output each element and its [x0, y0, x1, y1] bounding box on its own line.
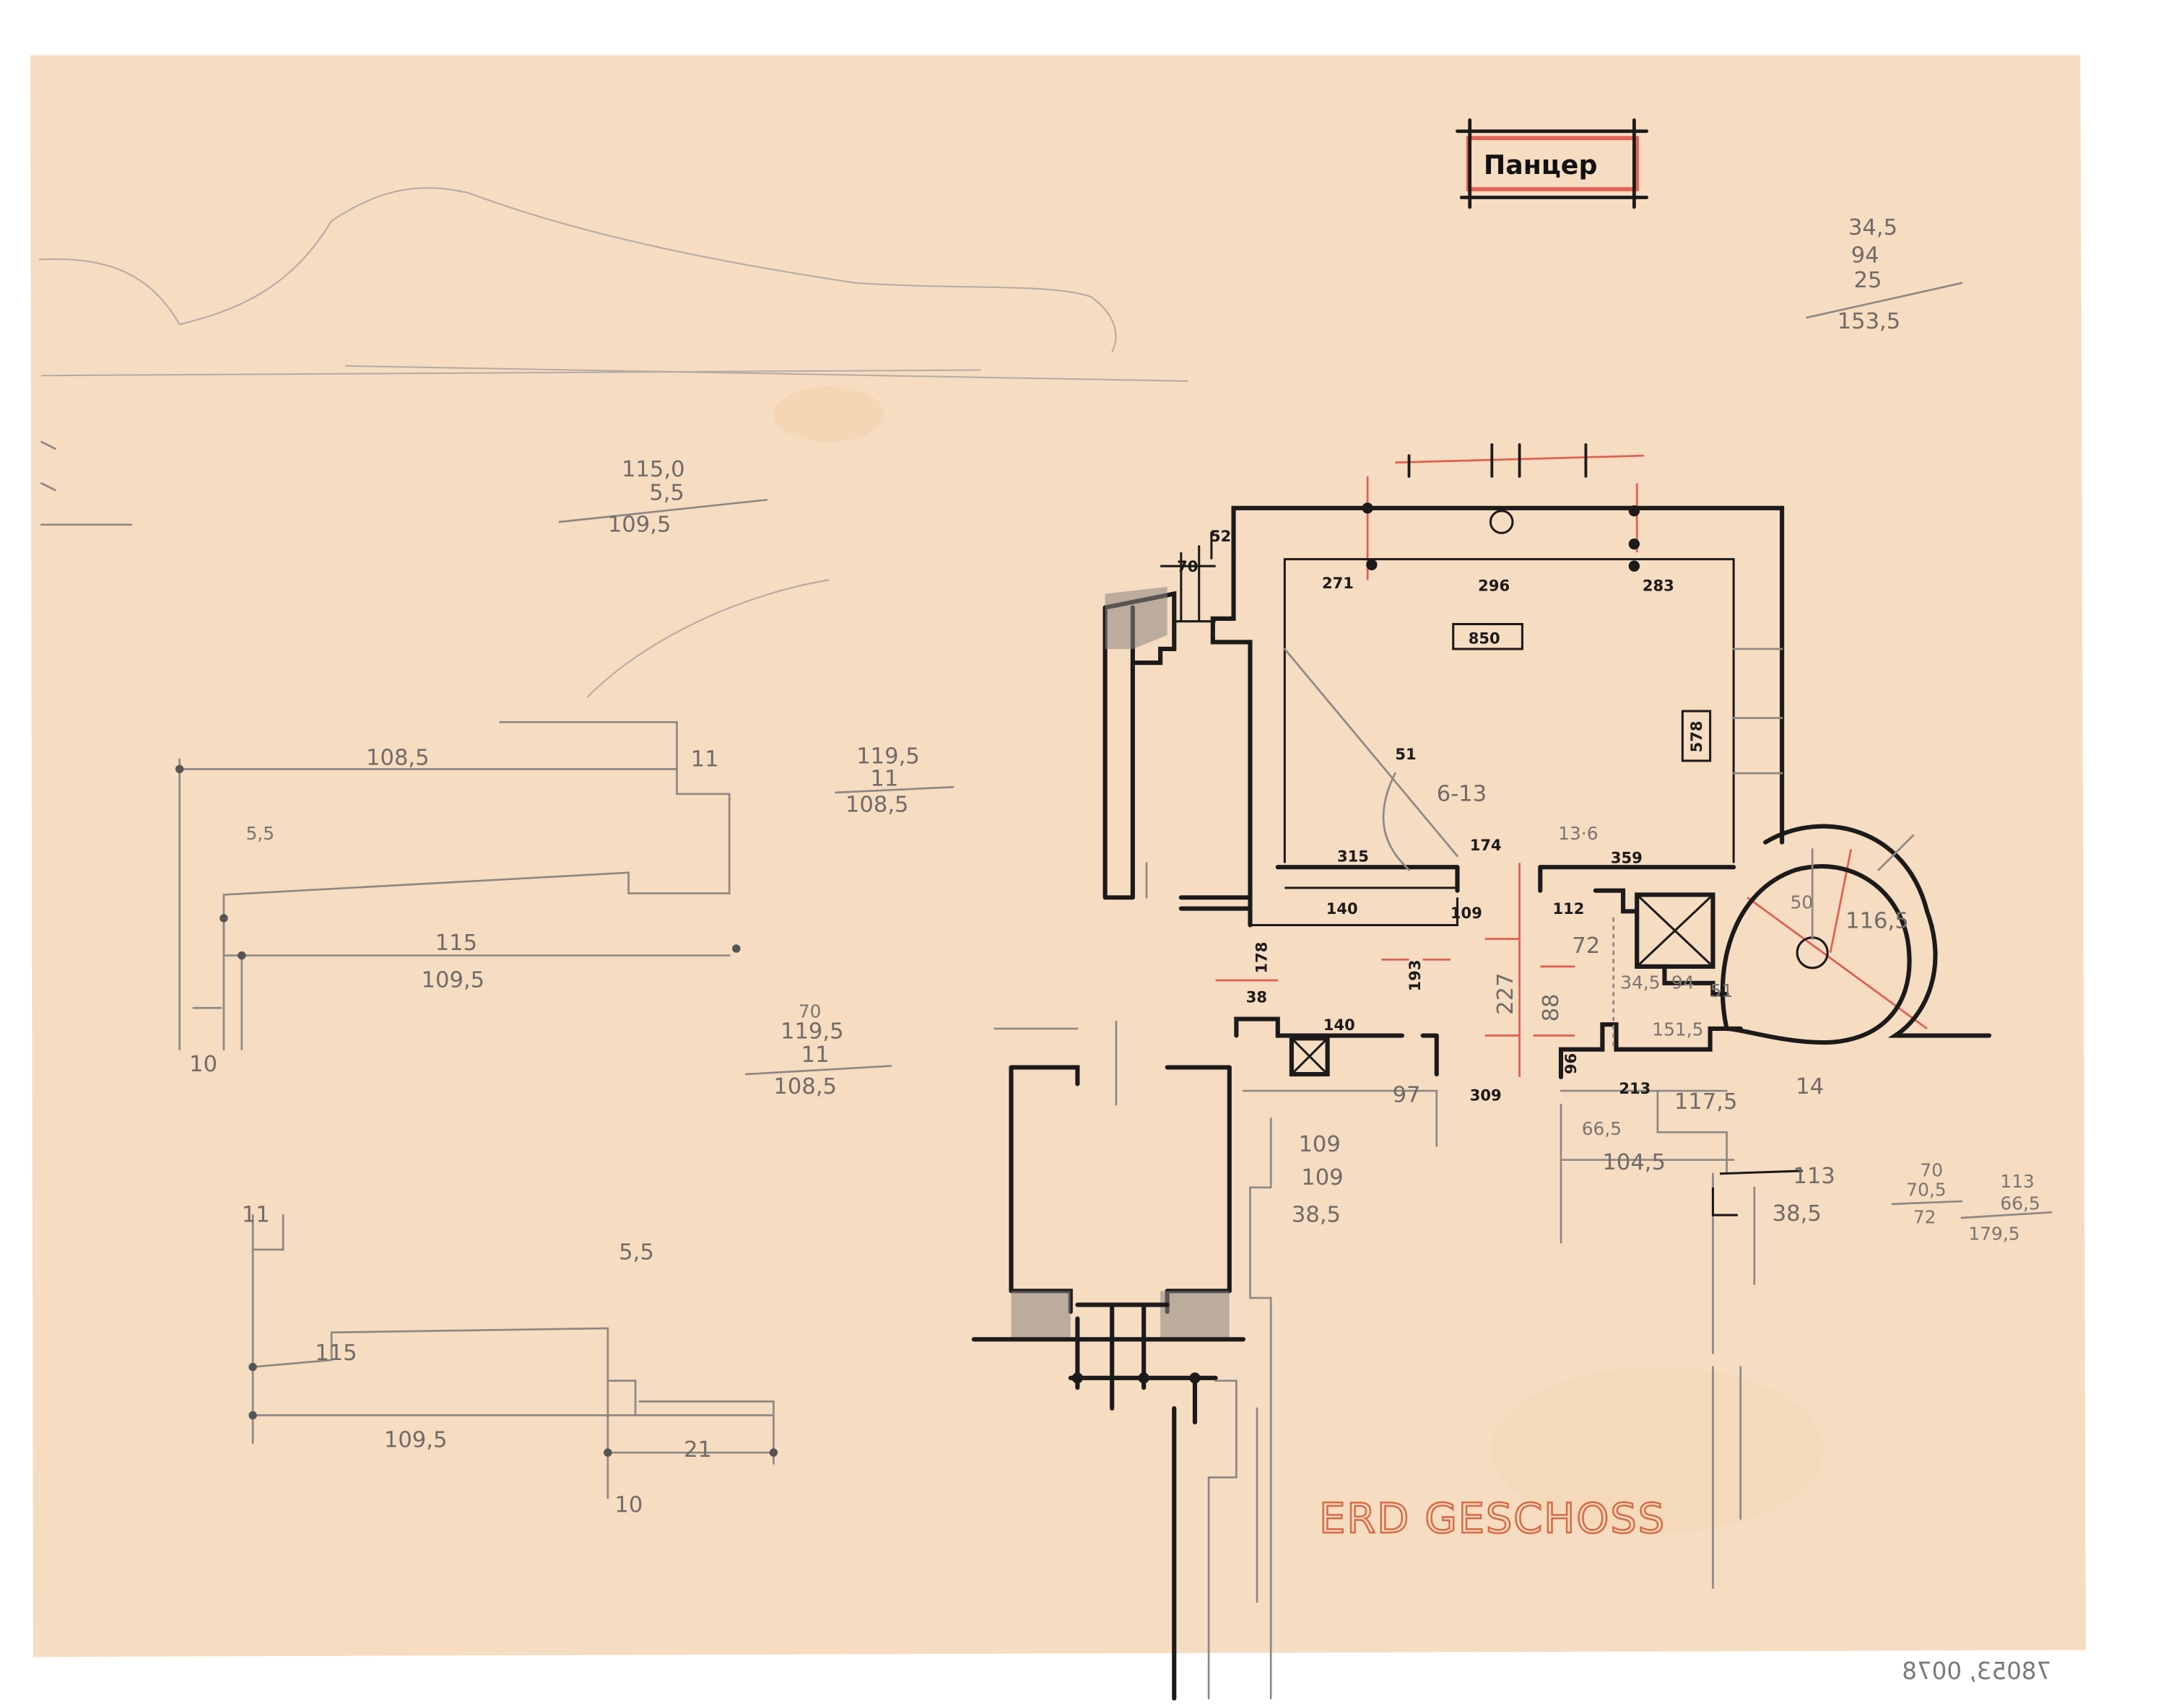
- dim-label: 227: [1493, 972, 1518, 1014]
- dim-label: 104,5: [1602, 1150, 1666, 1175]
- calc-total: 108,5: [845, 793, 909, 818]
- dim-label: 193: [1406, 959, 1424, 991]
- calc-top-right: 34,5 94 25 153,5: [1806, 215, 1963, 334]
- calc-total: 153,5: [1837, 309, 1901, 334]
- calc-value: 34,5: [1848, 215, 1897, 240]
- dim-label: 97: [1393, 1082, 1421, 1107]
- floor-title: ERD GESCHOSS: [1319, 1494, 1666, 1543]
- dim-label: 13·6: [1558, 823, 1598, 844]
- dim-label: 140: [1326, 899, 1358, 918]
- dim-label: 115: [315, 1341, 357, 1366]
- dim-label: 116,5: [1845, 908, 1909, 933]
- dim-label: 6-13: [1437, 781, 1487, 806]
- dim-label: 109: [1301, 1165, 1343, 1190]
- calc-total: 72: [1913, 1207, 1936, 1228]
- calc-value: 25: [1854, 268, 1882, 293]
- dim-label: 51: [1395, 745, 1416, 763]
- dim-label: 108,5: [366, 746, 430, 771]
- dim-label: 21: [684, 1437, 712, 1463]
- plan-dimension-labels: 52 70 271 296 283 850 578 51 6-13 315 17…: [1177, 527, 1909, 1228]
- calc-value: 94: [1851, 243, 1879, 268]
- title-text: Панцер: [1484, 149, 1598, 180]
- dim-label: 109: [1450, 904, 1482, 922]
- floor-plan: 52 70 271 296 283 850 578 51 6-13 315 17…: [971, 443, 1992, 1701]
- dim-label: 109: [1298, 1132, 1340, 1157]
- dim-label: 10: [189, 1052, 217, 1077]
- dim-label: 359: [1611, 848, 1643, 866]
- calc-value: 11: [801, 1042, 830, 1068]
- landscape-sketch: [38, 187, 1188, 382]
- dim-label: 88: [1539, 993, 1564, 1021]
- dim-label: 112: [1553, 899, 1585, 918]
- dim-label: 51: [1710, 980, 1734, 1001]
- elevation-upper: 108,5 11 5,5 115 109,5 10: [175, 579, 830, 1077]
- calc-left-top: 115,0 5,5 109,5: [40, 440, 768, 537]
- calc-mid-b: 70 119,5 11 108,5: [744, 1001, 892, 1099]
- title-box: Панцер: [1456, 118, 1649, 209]
- dim-label: 66,5: [1582, 1118, 1622, 1139]
- dim-label: 38,5: [1773, 1201, 1822, 1226]
- dim-label: 309: [1470, 1086, 1502, 1104]
- dim-label: 5,5: [246, 823, 275, 844]
- calc-value: 66,5: [2000, 1193, 2040, 1214]
- dim-label: 140: [1323, 1016, 1355, 1034]
- dim-label: 178: [1252, 942, 1270, 974]
- dim-label: 109,5: [422, 968, 485, 993]
- dim-label: 11: [242, 1203, 270, 1228]
- calc-total: 109,5: [608, 512, 671, 537]
- dim-label: 213: [1619, 1079, 1650, 1097]
- dim-label: 70: [1177, 557, 1198, 575]
- dim-label: 283: [1643, 577, 1674, 595]
- calc-value: 70: [1920, 1160, 1943, 1181]
- dim-label: 151,5: [1652, 1019, 1703, 1040]
- dim-label: 5,5: [619, 1239, 654, 1265]
- room-area-label-box: [1452, 623, 1523, 650]
- dim-label: 271: [1322, 574, 1354, 592]
- shaft-box-left: [1289, 1036, 1330, 1077]
- dim-label: 117,5: [1674, 1089, 1738, 1115]
- calc-value: 119,5: [780, 1019, 844, 1044]
- spiral-stair: [1720, 824, 1992, 1045]
- calc-total: 108,5: [773, 1074, 837, 1099]
- dim-label: 72: [1572, 933, 1600, 959]
- elevator-box: [1635, 892, 1715, 969]
- dim-label: 38,5: [1292, 1203, 1341, 1228]
- calc-value: 70,5: [1906, 1179, 1946, 1200]
- calc-value: 119,5: [856, 744, 920, 770]
- dim-label: 38: [1246, 988, 1267, 1006]
- dim-label: 14: [1796, 1074, 1824, 1099]
- paper-sheet: [30, 55, 2087, 1657]
- calc-right: 70 70,5 72 113 66,5 179,5: [1891, 1160, 2053, 1245]
- dim-label: 315: [1337, 848, 1369, 866]
- dim-label: 96: [1562, 1053, 1580, 1074]
- calc-value: 5,5: [649, 480, 684, 505]
- dim-label: 115: [435, 931, 477, 956]
- elevation-lower: 11 5,5 115 109,5 21 10: [242, 1203, 778, 1517]
- dim-label: 52: [1210, 527, 1231, 545]
- dim-label: 113: [1793, 1164, 1835, 1189]
- dim-label: 34,5: [1620, 972, 1660, 993]
- dim-label: 174: [1470, 836, 1502, 854]
- dim-label: 109,5: [384, 1428, 448, 1453]
- dim-label: 10: [614, 1492, 643, 1517]
- calc-value: 70: [799, 1001, 822, 1022]
- calc-value: 115,0: [622, 457, 685, 482]
- calc-mid-a: 119,5 11 108,5: [835, 744, 954, 818]
- dim-label: 850: [1469, 629, 1500, 647]
- room-length-label-box: [1681, 710, 1712, 762]
- dim-label: 11: [691, 747, 719, 772]
- dim-label: 50: [1791, 892, 1814, 913]
- dim-label: 94: [1671, 972, 1695, 993]
- calc-value: 113: [2000, 1171, 2034, 1192]
- dim-label: 296: [1478, 577, 1510, 595]
- calc-total: 179,5: [1968, 1224, 2019, 1245]
- inventory-number: 78053, 0078: [1902, 1657, 2051, 1685]
- calc-value: 11: [870, 766, 898, 791]
- dim-label: 578: [1687, 721, 1705, 753]
